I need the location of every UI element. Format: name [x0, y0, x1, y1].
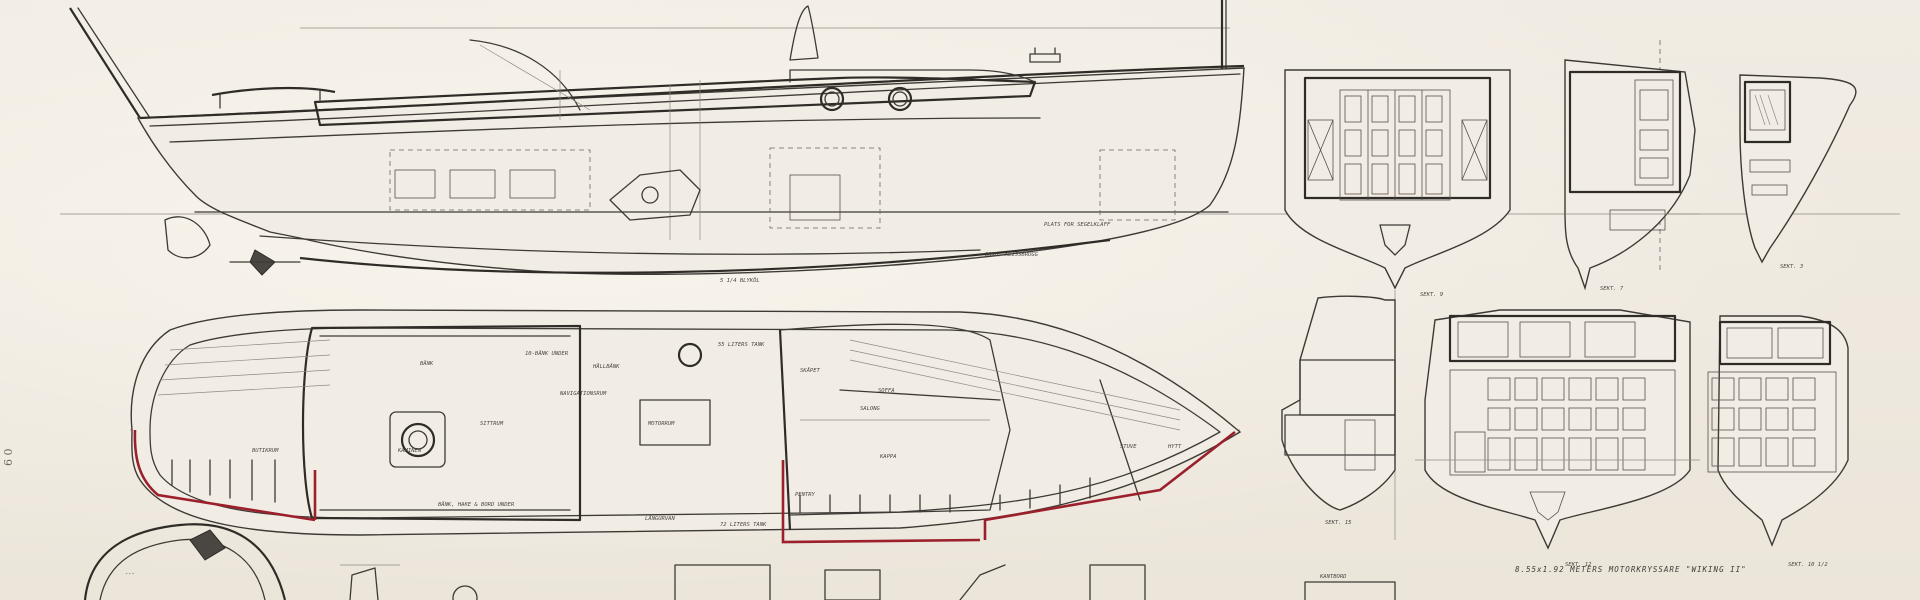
profile-label-plats: PLATS FOR SEGELKLAFF: [1044, 222, 1111, 228]
plan-label-kappa: KAPPA: [879, 454, 897, 460]
section-3-label: SEKT. 3: [1780, 264, 1803, 270]
section-12-label: SEKT. 12: [1565, 562, 1592, 568]
section-9-label: SEKT. 9: [1420, 292, 1443, 298]
section-10-5: SEKT. 10 1/2: [1707, 315, 1849, 568]
plan-label-hytt: HYTT: [1167, 444, 1182, 450]
plan-label-sofa: SOFFA: [878, 388, 895, 394]
section-7-label: SEKT. 7: [1600, 286, 1624, 292]
plan-label-sittrum: SITTRUM: [480, 421, 504, 427]
plan-label-motor: MOTORRUM: [647, 421, 675, 427]
profile-label-bord: BORD, KLISSBRUGG: [985, 252, 1039, 258]
bottom-details: --- KANTBORD: [83, 523, 1396, 600]
section-15-label: SEKT. 15: [1325, 520, 1352, 526]
profile-view: PLATS FOR SEGELKLAFF BORD, KLISSBRUGG 5 …: [69, 0, 1245, 284]
section-3: SEKT. 3: [1739, 74, 1857, 270]
plan-label-bank-under-2: BÄNK, HAKE & BORD UNDER: [438, 501, 515, 508]
kantbord-label: KANTBORD: [1319, 574, 1347, 580]
section-10-5-label: SEKT. 10 1/2: [1788, 562, 1828, 568]
drawing-title: 8.55x1.92 METERS MOTORKRYSSARE "WIKING I…: [1515, 565, 1747, 574]
plan-label-kaminen: KAMINEN: [397, 448, 422, 454]
plan-label-longurvan: LÅNGURVAN: [645, 515, 675, 522]
section-15: SEKT. 15: [1281, 295, 1396, 526]
dimension-mark: ---: [125, 571, 135, 577]
plan-label-stuve: STUVE: [1120, 444, 1137, 450]
plan-label-salong: SALONG: [860, 406, 881, 412]
plan-label-butikrum: BUTIKRUM: [252, 448, 279, 454]
plan-view: BÄNK 10-BÄNK UNDER HÅLLBÄNK 55 LITERS TA…: [130, 309, 1242, 544]
plan-label-pentry: PENTRY: [795, 492, 816, 498]
plan-label-hallbank: HÅLLBÄNK: [592, 363, 620, 370]
plan-label-bank: BÄNK: [420, 360, 434, 367]
margin-note: 6 0: [2, 449, 15, 467]
plan-label-navigation: NAVIGATIONSRUM: [559, 391, 607, 397]
section-9: SEKT. 9: [1284, 69, 1511, 298]
plan-label-skaffet: SKÅPET: [800, 367, 821, 374]
plan-label-bank-under: 10-BÄNK UNDER: [525, 350, 569, 357]
profile-label-keel: 5 1/4 BLYKÖL: [720, 277, 760, 284]
section-7: SEKT. 7: [1564, 59, 1700, 292]
plan-label-tank55: 55 LITERS TANK: [718, 342, 765, 348]
section-12: SEKT. 12: [1415, 309, 1700, 568]
plan-label-tank72: 72 LITERS TANK: [720, 522, 767, 528]
